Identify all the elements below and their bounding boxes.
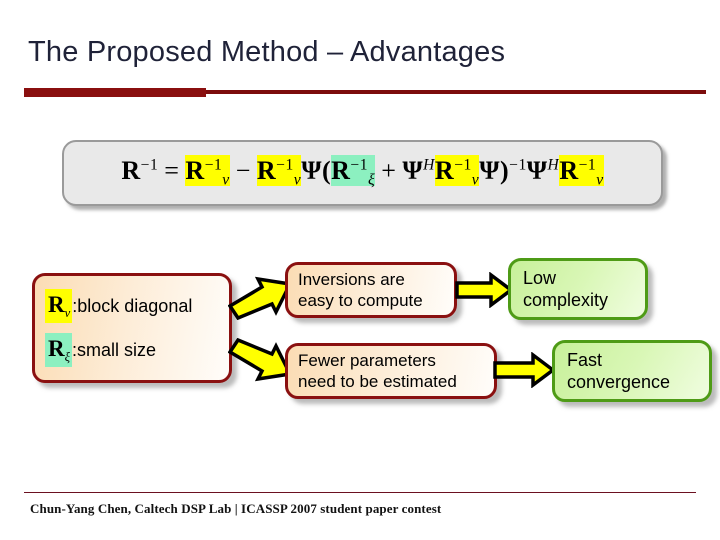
equation-formula: R−1=R−1ν−R−1νΨ(R−1ξ+ΨHR−1νΨ)−1ΨHR−1ν: [121, 155, 604, 189]
outcome-fewer-line-2: need to be estimated: [298, 372, 457, 391]
result-box-fast-convergence: Fast convergence: [552, 340, 712, 402]
outcome-box-inversions: Inversions are easy to compute: [285, 262, 457, 318]
eq-operator-minus: −: [235, 156, 251, 186]
symbol-r-nu: Rν: [45, 288, 73, 324]
equation-panel: R−1=R−1ν−R−1νΨ(R−1ξ+ΨHR−1νΨ)−1ΨHR−1ν: [62, 140, 663, 206]
footer-divider: [24, 492, 696, 493]
source-line-block-diagonal: Rν:block diagonal: [45, 288, 219, 324]
eq-term-rnu-2: R−1ν: [256, 155, 302, 189]
result-fast-line-1: Fast: [567, 349, 603, 370]
outcome-box-fewer-parameters: Fewer parameters need to be estimated: [285, 343, 497, 399]
outcome-inversions-line-2: easy to compute: [298, 291, 423, 310]
eq-term-psi-h-2: ΨH: [526, 156, 560, 186]
source-line-2-label: :small size: [72, 339, 157, 360]
eq-term-psi-2: Ψ: [479, 156, 500, 186]
eq-rparen: )−1: [500, 156, 527, 186]
source-line-1-label: :block diagonal: [72, 295, 193, 316]
eq-term-rxi: R−1ξ: [331, 155, 376, 189]
eq-term-r: R−1: [121, 156, 159, 186]
eq-term-rnu-4: R−1ν: [559, 155, 604, 189]
eq-operator-equals: =: [164, 156, 180, 186]
title-rule-thick: [24, 88, 206, 97]
eq-operator-plus: +: [381, 156, 397, 186]
outcome-inversions-line-1: Inversions are: [298, 269, 405, 289]
eq-term-rnu-1: R−1ν: [185, 155, 230, 189]
footer-credit: Chun-Yang Chen, Caltech DSP Lab | ICASSP…: [30, 501, 442, 516]
outcome-fewer-line-1: Fewer parameters: [298, 350, 436, 370]
arrow-down-right-icon: [227, 337, 293, 382]
eq-term-rnu-3: R−1ν: [434, 155, 480, 189]
arrow-right-icon-2: [493, 351, 556, 389]
title-rule-thin: [206, 90, 706, 94]
source-line-small-size: Rξ:small size: [45, 332, 219, 368]
page-title: The Proposed Method – Advantages: [28, 36, 506, 68]
result-fast-line-2: convergence: [567, 372, 671, 392]
result-low-line-1: Low: [523, 267, 557, 288]
arrow-right-icon-1: [455, 271, 514, 309]
eq-term-psi-h-1: ΨH: [402, 156, 435, 186]
symbol-r-xi: Rξ: [45, 332, 73, 368]
source-properties-box: Rν:block diagonal Rξ:small size: [32, 273, 232, 383]
result-low-line-2: complexity: [523, 290, 609, 310]
eq-lparen: (: [321, 156, 332, 186]
result-box-low-complexity: Low complexity: [508, 258, 648, 320]
eq-term-psi-1: Ψ: [301, 156, 322, 186]
arrow-up-right-icon: [227, 276, 293, 321]
